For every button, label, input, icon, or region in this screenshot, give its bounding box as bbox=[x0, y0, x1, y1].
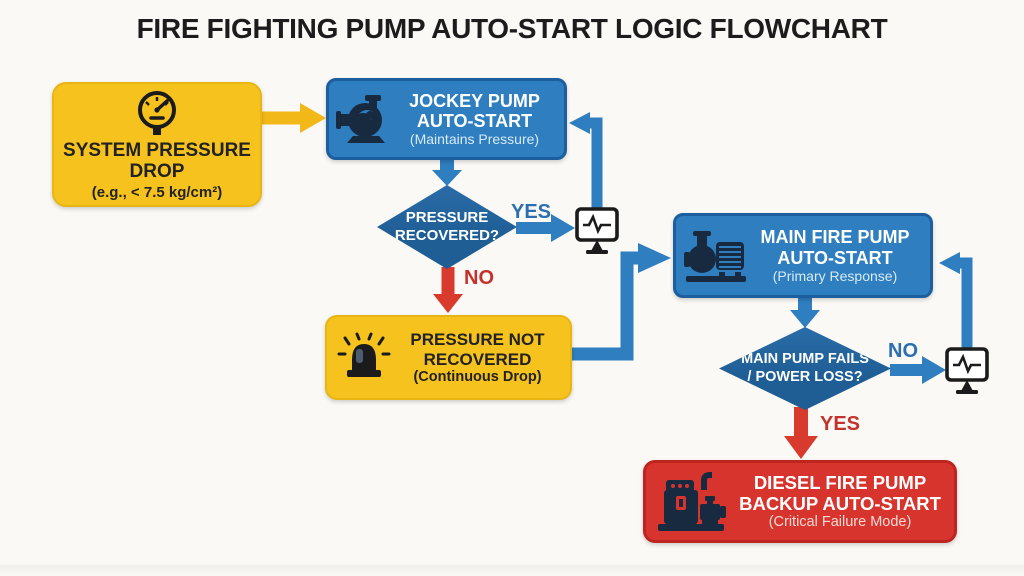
node-label: RECOVERED bbox=[423, 349, 532, 369]
decision-main-pump-fails: MAIN PUMP FAILS / POWER LOSS? bbox=[719, 327, 891, 410]
node-label: DIESEL FIRE PUMP bbox=[753, 471, 927, 493]
arrow-monitor2-loop-to-main-pump bbox=[939, 252, 973, 350]
surface-shadow bbox=[0, 565, 1024, 576]
edge-label-no-1: NO bbox=[464, 267, 494, 289]
pump-icon bbox=[335, 91, 393, 147]
decision-label: MAIN PUMP FAILS bbox=[741, 351, 869, 368]
edge-label-yes-1: YES bbox=[511, 201, 552, 223]
edge-label-no-2: NO bbox=[888, 340, 918, 362]
node-main-fire-pump-auto-start: MAIN FIRE PUMP AUTO-START (Primary Respo… bbox=[673, 213, 933, 298]
node-system-pressure-drop: SYSTEM PRESSURE DROP (e.g., < 7.5 kg/cm²… bbox=[52, 82, 262, 207]
node-label: DROP bbox=[129, 161, 185, 182]
node-label: AUTO-START bbox=[416, 111, 533, 131]
arrow-jockey-to-decision1 bbox=[432, 159, 462, 186]
pressure-gauge-icon bbox=[133, 88, 181, 140]
node-label: AUTO-START bbox=[777, 247, 893, 268]
arrow-decision1-no-to-not-recovered bbox=[433, 267, 463, 313]
node-label: JOCKEY PUMP bbox=[409, 90, 540, 111]
arrow-main-pump-to-decision2 bbox=[790, 297, 820, 328]
decision-label: / POWER LOSS? bbox=[747, 368, 863, 385]
node-label: BACKUP AUTO-START bbox=[739, 492, 941, 514]
arrow-pressure-drop-to-jockey bbox=[262, 103, 326, 133]
decision-pressure-recovered: PRESSURE RECOVERED? bbox=[377, 185, 517, 269]
node-pressure-not-recovered: PRESSURE NOT RECOVERED (Continuous Drop) bbox=[325, 315, 572, 400]
arrow-decision2-yes-to-diesel bbox=[784, 407, 818, 459]
node-sublabel: (Maintains Pressure) bbox=[409, 131, 540, 148]
status-monitor-icon bbox=[574, 206, 620, 256]
diesel-engine-icon bbox=[654, 470, 734, 534]
decision-label: RECOVERED? bbox=[394, 227, 500, 244]
node-diesel-fire-pump-backup: DIESEL FIRE PUMP BACKUP AUTO-START (Crit… bbox=[643, 460, 957, 543]
node-label: MAIN FIRE PUMP bbox=[760, 227, 910, 248]
pump-motor-icon bbox=[684, 228, 748, 284]
arrow-monitor1-loop-to-jockey bbox=[569, 112, 603, 210]
node-sublabel: (e.g., < 7.5 kg/cm²) bbox=[91, 184, 223, 202]
page-title: FIRE FIGHTING PUMP AUTO-START LOGIC FLOW… bbox=[136, 13, 888, 44]
edge-label-yes-2: YES bbox=[820, 413, 861, 435]
node-sublabel: (Critical Failure Mode) bbox=[768, 514, 912, 531]
node-sublabel: (Continuous Drop) bbox=[413, 368, 542, 385]
node-label: SYSTEM PRESSURE bbox=[63, 139, 251, 161]
alarm-siren-icon bbox=[335, 330, 393, 386]
node-label: PRESSURE NOT bbox=[410, 330, 545, 350]
node-jockey-pump-auto-start: JOCKEY PUMP AUTO-START (Maintains Pressu… bbox=[326, 78, 567, 160]
node-sublabel: (Primary Response) bbox=[772, 267, 898, 284]
status-monitor-icon bbox=[944, 346, 990, 396]
arrow-not-recovered-to-main-pump bbox=[571, 243, 671, 361]
decision-label: PRESSURE bbox=[405, 209, 489, 227]
